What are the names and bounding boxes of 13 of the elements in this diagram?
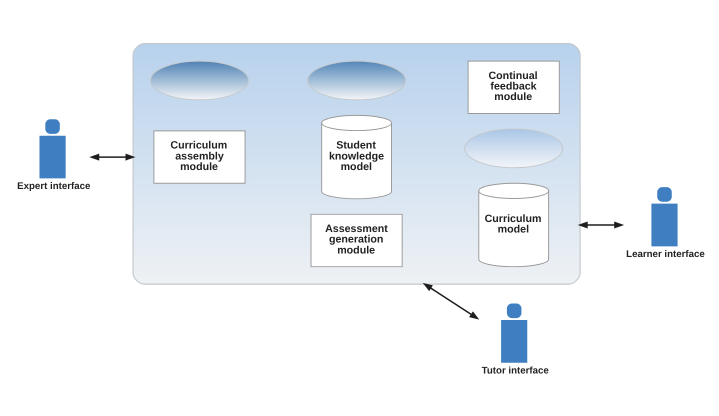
node-cloud	[150, 60, 249, 100]
arrow	[89, 153, 136, 160]
cluster	[132, 42, 581, 284]
arrow	[422, 282, 480, 320]
node-cloud	[307, 60, 406, 100]
node-label: Tutor interface	[482, 364, 549, 376]
node-box: Assessment generation module	[310, 213, 403, 267]
node-label: Learner interface	[626, 248, 705, 260]
arrow	[578, 221, 624, 228]
node-cloud	[464, 128, 564, 168]
node-label: Expert interface	[17, 180, 90, 192]
node-box: Curriculum assembly module	[153, 130, 246, 184]
node-box: Continual feedback module	[468, 60, 560, 114]
